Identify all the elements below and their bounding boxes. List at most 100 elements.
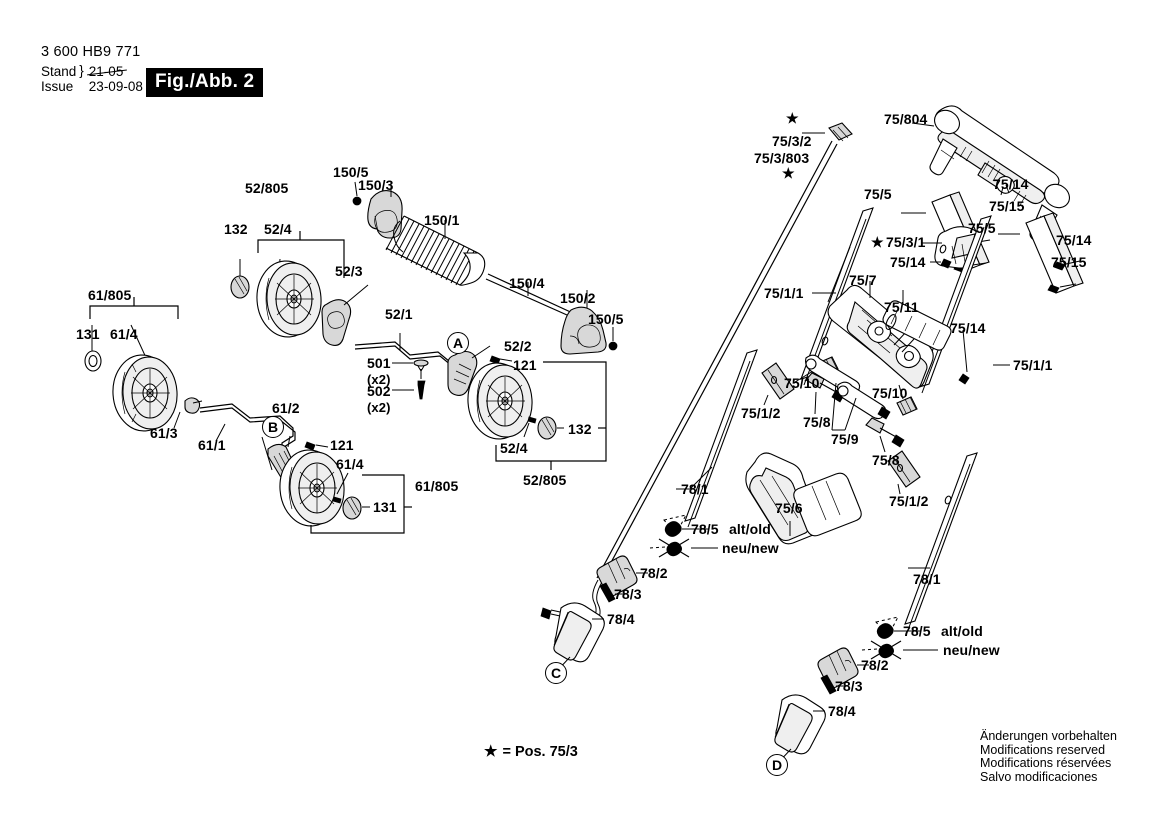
link-75-9 [806, 355, 890, 430]
label-150-4: 150/4 [509, 275, 545, 291]
grip-75-5-right [998, 213, 1083, 293]
disclaimer-de: Änderungen vorbehalten [980, 729, 1117, 743]
label-131-lower: 131 [373, 499, 397, 515]
label-52-4-upper: 52/4 [264, 221, 292, 237]
label-61-1: 61/1 [198, 437, 226, 453]
right-wheel-assembly [448, 346, 606, 470]
callout-b: B [262, 416, 284, 438]
label-75-8-right: 75/8 [872, 452, 900, 468]
label-75-6: 75/6 [775, 500, 803, 516]
crossed-screw [659, 539, 689, 557]
fasteners [392, 360, 428, 399]
label-132-right: 132 [568, 421, 592, 437]
brace-icon: } [79, 63, 84, 78]
disclaimer-en: Modifications reserved [980, 742, 1106, 757]
label-78-1-right: 78/1 [913, 571, 941, 587]
label-52-2: 52/2 [504, 338, 532, 354]
label-150-1: 150/1 [424, 212, 460, 228]
roller-75-11 [883, 290, 951, 350]
label-501: 501 [367, 355, 391, 371]
label-52-1: 52/1 [385, 306, 413, 322]
label-52-805-top: 52/805 [245, 180, 289, 196]
disclaimer-block: Änderungen vorbehalten Modifications res… [980, 729, 1117, 784]
label-78-5-left: 78/5 [691, 521, 719, 537]
label-502: 502 [367, 383, 391, 399]
figure-badge: Fig./Abb. 2 [146, 68, 264, 97]
callout-c: C [545, 662, 567, 684]
star-bottom-icon: ★ [782, 165, 795, 181]
label-75-15-a: 75/15 [989, 198, 1025, 214]
label-alt-old-left: alt/old [729, 521, 771, 537]
label-75-11: 75/11 [884, 299, 919, 315]
label-75-1-2-left: 75/1/2 [741, 405, 781, 421]
label-150-5-left: 150/5 [333, 164, 369, 180]
stand-date-cell: 21-05 [89, 64, 143, 79]
label-121-right: 121 [513, 357, 537, 373]
label-52-4-right: 52/4 [500, 440, 528, 456]
label-75-14-clamp: 75/14 [890, 254, 926, 270]
label-78-1-left: 78/1 [681, 481, 709, 497]
bracket-75-7 [828, 281, 969, 388]
disclaimer-fr: Modifications réservées [980, 756, 1112, 771]
label-75-1-2-right: 75/1/2 [889, 493, 929, 509]
label-132-upper: 132 [224, 221, 248, 237]
label-75-8-left: 75/8 [803, 414, 831, 430]
star-legend: ★= Pos. 75/3 [484, 742, 578, 760]
crossed-screw-right [871, 641, 901, 659]
label-75-3-803: 75/3/803 [754, 150, 810, 166]
label-78-2-right: 78/2 [861, 657, 889, 673]
star-top-icon: ★ [786, 110, 799, 126]
base-75-6 [746, 453, 861, 544]
revision-block: Stand } 21-05 Issue 23-09-08 [41, 63, 143, 94]
label-61-805-lower: 61/805 [415, 478, 459, 494]
upper-wheel [254, 259, 323, 339]
stand-date: 21-05 [88, 64, 124, 79]
tube-78-1-left [554, 350, 757, 672]
lower-left-wheel-assembly [262, 436, 412, 533]
label-75-7: 75/7 [849, 272, 877, 288]
cable-75-3-2 [541, 123, 852, 625]
star-legend-text: = Pos. 75/3 [502, 744, 578, 760]
label-78-4-left: 78/4 [607, 611, 635, 627]
label-61-4-lower: 61/4 [336, 456, 364, 472]
label-78-3-right: 78/3 [835, 678, 863, 694]
label-78-4-right: 78/4 [828, 703, 856, 719]
label-75-5-left: 75/5 [864, 186, 892, 202]
label-150-5-right: 150/5 [588, 311, 624, 327]
clip-75-1-2-right [888, 451, 920, 494]
upper-wheel-assembly [231, 231, 457, 378]
label-75-9: 75/9 [831, 431, 859, 447]
label-61-4-left: 61/4 [110, 326, 138, 342]
label-75-3-2: 75/3/2 [772, 133, 812, 149]
callout-a: A [447, 332, 469, 354]
spring-assembly [353, 182, 617, 354]
label-78-2-left: 78/2 [640, 565, 668, 581]
star-icon: ★ [484, 743, 498, 760]
label-75-10-left: 75/10 [784, 375, 820, 391]
issue-date: 23-09-08 [88, 79, 143, 94]
left-wheel-assembly [85, 297, 295, 452]
label-neu-new-left: neu/new [722, 540, 779, 556]
label-75-15-b: 75/15 [1051, 254, 1087, 270]
label-502-qty: (x2) [367, 400, 391, 415]
lower-left-wheel [277, 448, 346, 528]
label-150-2: 150/2 [560, 290, 596, 306]
spring-coil [386, 216, 485, 285]
label-52-3: 52/3 [335, 263, 363, 279]
left-wheel [110, 353, 179, 433]
label-75-5-right: 75/5 [968, 220, 996, 236]
label-75-3-1: 75/3/1 [886, 234, 926, 250]
label-78-3-left: 78/3 [614, 586, 642, 602]
right-wheel [465, 361, 534, 441]
issue-label: Issue [41, 79, 74, 94]
label-52-805-right: 52/805 [523, 472, 567, 488]
label-61-805-top: 61/805 [88, 287, 132, 303]
disclaimer-es: Salvo modificaciones [980, 769, 1098, 784]
star-clamp-icon: ★ [871, 234, 884, 250]
lever-75-8-right [866, 418, 904, 452]
stand-label: Stand [41, 64, 77, 79]
label-75-14-b: 75/14 [1056, 232, 1092, 248]
label-150-3: 150/3 [358, 177, 394, 193]
